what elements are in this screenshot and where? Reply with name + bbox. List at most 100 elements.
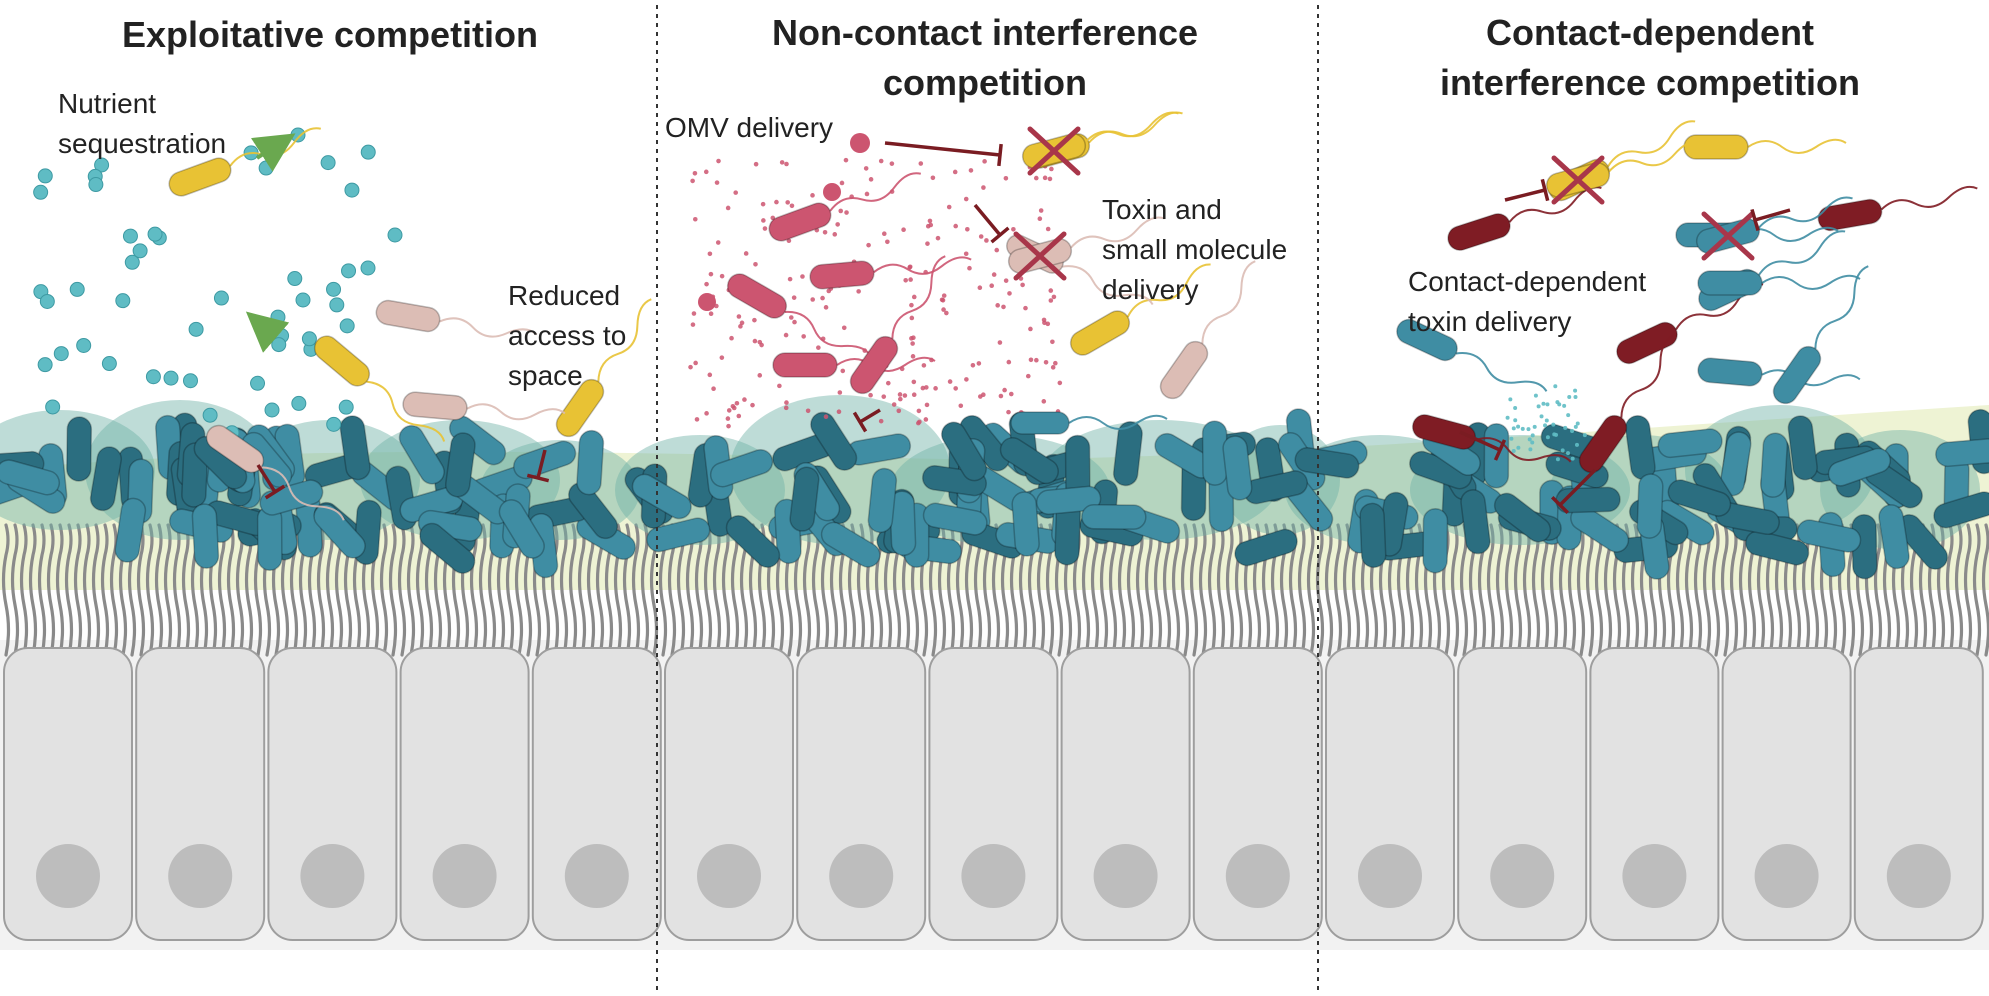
bacterium-icon bbox=[402, 391, 566, 421]
commensal-bacterium-icon bbox=[999, 437, 1059, 485]
uptake-arrow-icon bbox=[245, 311, 290, 353]
nutrient-particle-icon bbox=[270, 309, 286, 325]
omv-vesicle-icon bbox=[703, 169, 709, 175]
inhibition-bar-icon bbox=[1550, 495, 1570, 515]
microvillus bbox=[469, 523, 479, 657]
bacterium-body bbox=[576, 429, 605, 496]
commensal-bacterium-icon bbox=[1745, 530, 1810, 566]
omv-vesicle-icon bbox=[978, 234, 984, 239]
toxin-particle-icon bbox=[1582, 433, 1587, 438]
toxin-particle-icon bbox=[1566, 451, 1571, 456]
nutrient-particle-icon bbox=[320, 155, 336, 171]
commensal-bacterium-icon bbox=[725, 514, 781, 568]
cell-nucleus-icon bbox=[829, 844, 894, 908]
cell-nucleus-icon bbox=[1225, 844, 1290, 908]
bacterium-body bbox=[1827, 447, 1892, 487]
bacterium-body bbox=[1697, 357, 1763, 387]
omv-vesicle-icon bbox=[1001, 304, 1006, 310]
omv-vesicle-icon bbox=[750, 402, 755, 408]
bacterium-icon bbox=[726, 273, 873, 359]
bacterium-icon bbox=[1159, 260, 1256, 400]
inhibition-line bbox=[256, 464, 277, 493]
bacterium-body bbox=[513, 440, 577, 480]
microvillus bbox=[145, 523, 155, 657]
label-toxin-small-molecule-delivery: Toxin and small molecule delivery bbox=[1102, 190, 1287, 310]
nutrient-particle-icon bbox=[132, 243, 148, 259]
bacterium-body bbox=[922, 502, 988, 536]
omv-vesicle-icon bbox=[924, 385, 929, 390]
toxin-particle-icon bbox=[1563, 425, 1568, 430]
omv-vesicle-icon bbox=[707, 251, 713, 257]
microvillus bbox=[28, 523, 38, 657]
omv-vesicle-icon bbox=[739, 320, 745, 326]
omv-vesicle-icon bbox=[733, 190, 739, 195]
microvillus bbox=[226, 523, 236, 657]
title-line: Exploitative competition bbox=[121, 14, 539, 55]
bacterium-body bbox=[555, 378, 605, 438]
title-line: competition bbox=[883, 62, 1087, 103]
flagellum bbox=[1607, 120, 1696, 168]
microvillus bbox=[559, 523, 569, 657]
omv-vesicle-icon bbox=[982, 159, 987, 164]
inhibition-bar-icon bbox=[1540, 178, 1550, 202]
commensal-bacterium-icon bbox=[1422, 508, 1449, 574]
omv-vesicle-icon bbox=[822, 229, 828, 235]
flagellum bbox=[1084, 111, 1179, 144]
toxin-particle-icon bbox=[1520, 426, 1525, 431]
interaction-layer bbox=[245, 133, 1791, 515]
toxin-particle-icon bbox=[1532, 424, 1537, 429]
bacterium-icon bbox=[768, 172, 922, 242]
microvillus bbox=[703, 523, 713, 657]
bacterium-body bbox=[646, 517, 711, 553]
omv-vesicle-icon bbox=[774, 199, 779, 205]
toxin-particle-icon bbox=[1573, 394, 1578, 399]
microvillus bbox=[1441, 523, 1451, 657]
bacterium-icon bbox=[555, 298, 652, 438]
nutrient-particle-icon bbox=[37, 357, 53, 373]
title-line: Contact-dependent bbox=[1486, 12, 1814, 53]
killed-cross-icon bbox=[1701, 211, 1755, 261]
nutrient-particle-icon bbox=[37, 168, 53, 184]
omv-vesicle-icon bbox=[921, 363, 927, 368]
bacterium-body bbox=[191, 503, 220, 569]
commensal-bacterium-icon bbox=[1827, 447, 1892, 487]
omv-vesicle-icon bbox=[1043, 359, 1049, 365]
omv-vesicle-icon bbox=[909, 315, 915, 321]
microvillus bbox=[109, 523, 119, 657]
omv-vesicle-icon bbox=[736, 314, 742, 319]
cell-nucleus-icon bbox=[1490, 844, 1555, 908]
bacterium-body bbox=[1657, 428, 1723, 459]
epithelial-cell bbox=[135, 647, 266, 941]
bacterium-body bbox=[1697, 270, 1763, 296]
omv-vesicle-icon bbox=[786, 238, 792, 244]
microvillus bbox=[10, 523, 20, 657]
bacterium-icon bbox=[1069, 263, 1211, 356]
inhibition-line bbox=[859, 408, 881, 424]
epithelial-cell bbox=[399, 647, 530, 941]
commensal-bacterium-icon bbox=[1081, 504, 1147, 530]
bacterium-icon bbox=[1447, 186, 1602, 251]
bacterium-body bbox=[1787, 415, 1818, 481]
label-line: space bbox=[508, 360, 583, 391]
microvillus bbox=[1711, 523, 1721, 657]
nutrient-particle-icon bbox=[258, 160, 274, 176]
microvillus bbox=[1306, 523, 1316, 657]
omv-vesicle-icon bbox=[757, 373, 763, 378]
flagellum bbox=[1620, 334, 1675, 418]
cell-nucleus-icon bbox=[300, 844, 365, 908]
omv-vesicle-icon bbox=[965, 226, 970, 232]
omv-vesicle-icon bbox=[823, 414, 829, 420]
omv-vesicle-icon bbox=[967, 265, 972, 271]
flagellum bbox=[1761, 369, 1861, 387]
nutrient-particle-icon bbox=[295, 292, 311, 308]
label-line: toxin delivery bbox=[1408, 306, 1572, 337]
inhibition-line bbox=[1504, 188, 1546, 202]
microvillus bbox=[1729, 523, 1739, 657]
omv-vesicle-icon bbox=[920, 385, 926, 391]
toxin-particle-icon bbox=[1508, 397, 1513, 402]
commensal-bacterium-icon bbox=[419, 522, 476, 574]
inhibition-line bbox=[884, 141, 1001, 157]
nutrient-particle-icon bbox=[202, 407, 218, 423]
bacterium-body bbox=[810, 411, 858, 471]
omv-vesicle-icon bbox=[908, 277, 913, 282]
